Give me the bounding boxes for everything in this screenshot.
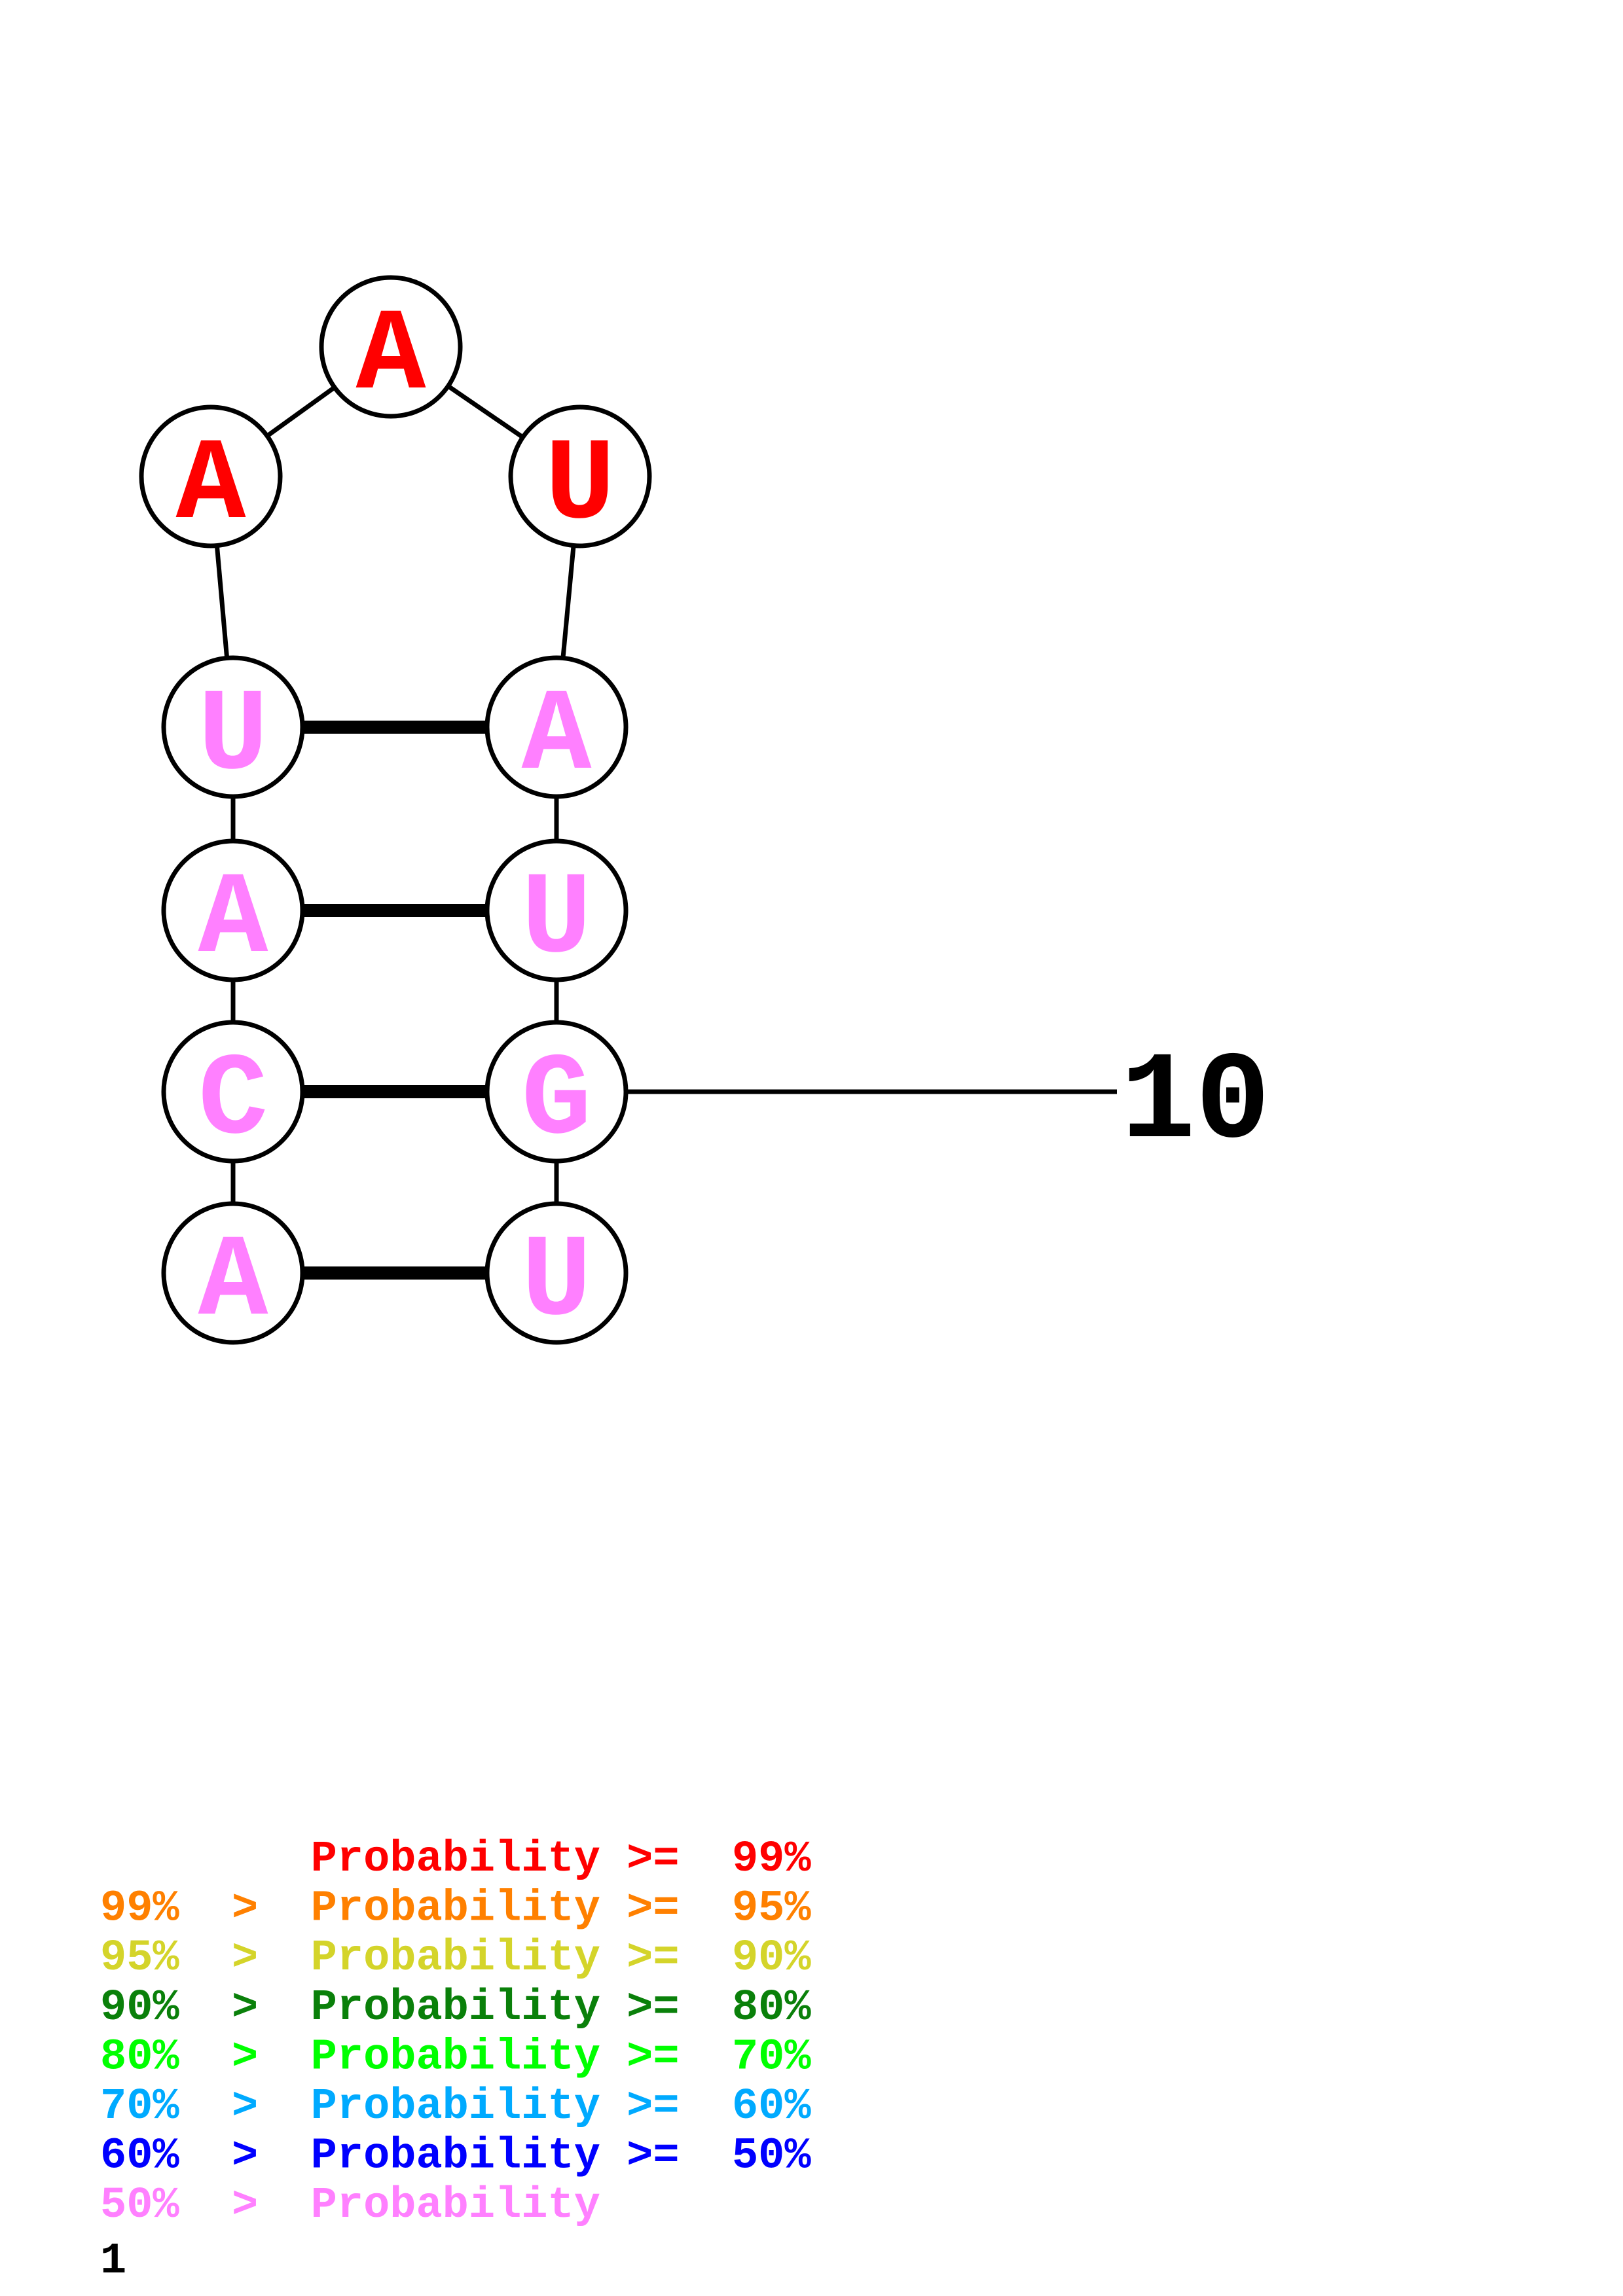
- nucleotide-letter: U: [545, 421, 615, 552]
- nucleotide-circle: [484, 838, 629, 982]
- nucleotide-5: A: [139, 404, 283, 552]
- nucleotide-circle: [508, 404, 652, 548]
- nucleotide-circle: [161, 1020, 305, 1164]
- nucleotide-2: C: [161, 1020, 305, 1168]
- nucleotide-letter: A: [198, 1217, 268, 1349]
- nucleotide-1: A: [161, 1201, 305, 1349]
- nucleotide-letter: U: [522, 855, 592, 986]
- position-label-text: 10: [1121, 1033, 1270, 1174]
- nucleotide-letter: G: [522, 1036, 592, 1168]
- nucleotide-letter: U: [198, 672, 268, 803]
- nucleotide-8: A: [484, 655, 629, 803]
- legend-entry: Probability >= 99%: [100, 1835, 811, 1884]
- nucleotide-letter: A: [522, 672, 592, 803]
- nucleotide-3: A: [161, 838, 305, 986]
- position-label: 10: [626, 1033, 1270, 1174]
- probability-legend: Probability >= 99%99% > Probability >= 9…: [100, 1835, 811, 2231]
- legend-entry: 80% > Probability >= 70%: [100, 2032, 811, 2082]
- nucleotide-circle: [484, 1201, 629, 1345]
- nucleotide-letter: A: [356, 291, 426, 423]
- page-number: 1: [100, 2236, 126, 2286]
- nucleotide-10: G: [484, 1020, 629, 1168]
- nucleotide-circle: [139, 404, 283, 548]
- nucleotide-letter: U: [522, 1217, 592, 1349]
- nucleotide-circle: [484, 655, 629, 799]
- base-pair-lines: [233, 721, 556, 1280]
- nucleotide-circle: [319, 275, 463, 419]
- nucleotide-circle: [484, 1020, 629, 1164]
- nucleotide-4: U: [161, 655, 305, 803]
- nucleotide-7: U: [508, 404, 652, 552]
- legend-entry: 90% > Probability >= 80%: [100, 1983, 811, 2033]
- nucleotide-circle: [161, 1201, 305, 1345]
- nucleotide-11: U: [484, 1201, 629, 1349]
- nucleotide-letter: C: [198, 1036, 268, 1168]
- nucleotide-circle: [161, 838, 305, 982]
- nucleotide-9: U: [484, 838, 629, 986]
- legend-entry: 99% > Probability >= 95%: [100, 1884, 811, 1934]
- legend-entry: 70% > Probability >= 60%: [100, 2082, 811, 2132]
- legend-entry: 95% > Probability >= 90%: [100, 1933, 811, 1983]
- legend-entry: 60% > Probability >= 50%: [100, 2132, 811, 2181]
- nucleotide-letter: A: [176, 421, 246, 552]
- nucleotide-6: A: [319, 275, 463, 423]
- legend-entry: 50% > Probability: [100, 2181, 600, 2231]
- nucleotide-circle: [161, 655, 305, 799]
- nucleotide-letter: A: [198, 855, 268, 986]
